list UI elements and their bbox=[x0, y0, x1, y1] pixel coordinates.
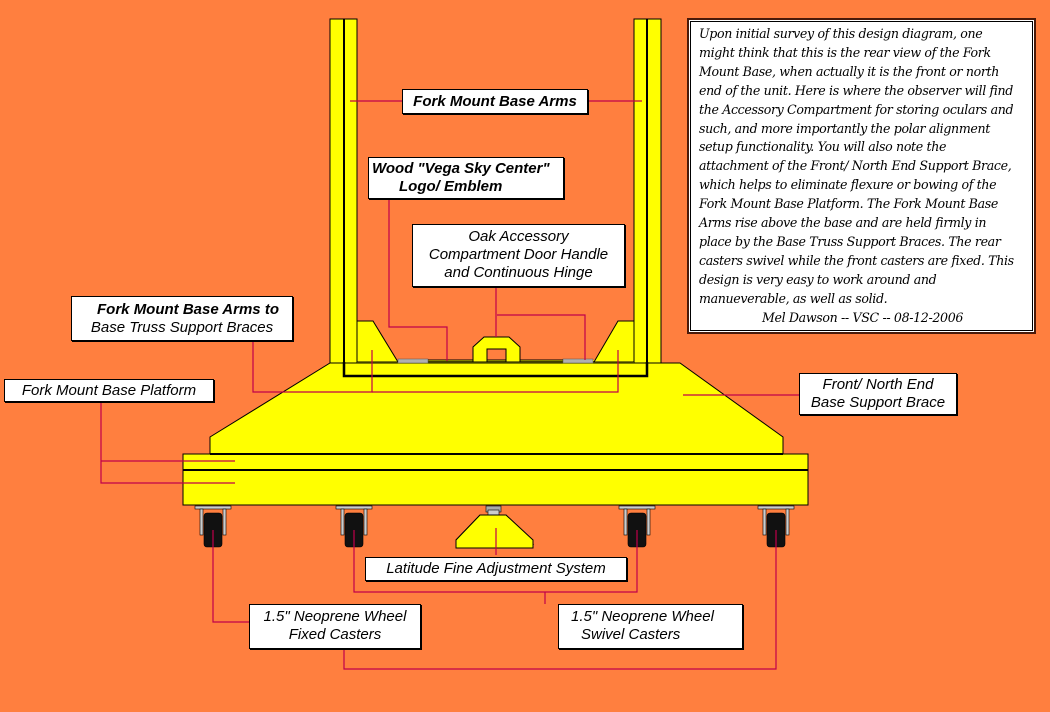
leader-latitude-casters bbox=[353, 530, 638, 593]
note-body: Upon initial survey of this design diagr… bbox=[699, 25, 1026, 309]
arm-base-u-outline bbox=[342, 362, 649, 378]
label-text: Logo/ Emblem bbox=[399, 178, 503, 195]
note-line: such, and more importantly the polar ali… bbox=[699, 120, 990, 136]
label-text: Wood "Vega Sky Center" bbox=[372, 160, 550, 177]
note-line: Fork Mount Base Platform. The Fork Mount… bbox=[699, 196, 998, 212]
leader-truss bbox=[252, 340, 373, 393]
label-logo-emblem: Wood "Vega Sky Center" Logo/ Emblem bbox=[368, 157, 564, 199]
note-signature: Mel Dawson -- VSC -- 08-12-2006 bbox=[761, 309, 964, 325]
label-text: Latitude Fine Adjustment System bbox=[386, 560, 606, 577]
note-line: which helps to eliminate flexure or bowi… bbox=[699, 177, 997, 193]
label-text: Front/ North End bbox=[822, 376, 934, 393]
note-line: Arms rise above the base and are held fi… bbox=[699, 215, 987, 231]
description-note: Upon initial survey of this design diagr… bbox=[687, 18, 1036, 334]
leader-fixed-bottom bbox=[343, 530, 777, 670]
label-text: Fork Mount Base Platform bbox=[21, 382, 197, 399]
note-line: manueverable, as well as solid. bbox=[699, 290, 888, 306]
label-swivel-casters: 1.5" Neoprene Wheel Swivel Casters bbox=[558, 604, 743, 649]
leader-lines bbox=[100, 100, 800, 670]
note-line: setup functionality. You will also note … bbox=[699, 139, 947, 155]
leader-platform bbox=[100, 400, 235, 484]
label-text: Base Support Brace bbox=[810, 394, 946, 411]
label-base-platform: Fork Mount Base Platform bbox=[4, 379, 214, 402]
latitude-adjustment-block bbox=[455, 505, 535, 549]
leader-fixed-left bbox=[212, 530, 250, 623]
note-line: casters swivel while the front casters a… bbox=[699, 252, 1014, 268]
label-text: 1.5" Neoprene Wheel bbox=[263, 608, 407, 625]
leader-truss-right bbox=[372, 350, 619, 393]
label-door-handle-hinge: Oak Accessory Compartment Door Handle an… bbox=[412, 224, 625, 287]
leader-logo bbox=[388, 198, 448, 361]
right-fork-arm bbox=[633, 18, 662, 376]
left-fork-arm bbox=[329, 18, 358, 376]
label-truss-support-braces: Fork Mount Base Arms to Base Truss Suppo… bbox=[71, 296, 293, 341]
leader-door-hinge bbox=[497, 314, 586, 360]
label-text: Fork Mount Base Arms bbox=[413, 93, 577, 110]
label-fixed-casters: 1.5" Neoprene Wheel Fixed Casters bbox=[249, 604, 421, 649]
label-text: and Continuous Hinge bbox=[444, 264, 593, 281]
note-line: end of the unit. Here is where the obser… bbox=[699, 82, 1014, 98]
note-line: Mount Base, when actually it is the fron… bbox=[699, 63, 999, 79]
label-text: Swivel Casters bbox=[581, 626, 681, 643]
label-text: Fork Mount Base Arms to bbox=[97, 301, 279, 318]
label-text: Oak Accessory bbox=[468, 228, 569, 245]
note-line: design is very easy to work around and bbox=[699, 271, 937, 287]
label-text: Compartment Door Handle bbox=[428, 246, 609, 263]
note-line: the Accessory Compartment for storing oc… bbox=[699, 101, 1014, 117]
fork-mount-base-platform bbox=[182, 453, 809, 506]
continuous-hinge bbox=[397, 358, 594, 364]
door-handle bbox=[472, 336, 521, 363]
label-text: Fixed Casters bbox=[288, 626, 382, 643]
right-truss-support-brace bbox=[593, 320, 635, 363]
note-line: might think that this is the rear view o… bbox=[699, 44, 991, 60]
note-line: attachment of the Front/ North End Suppo… bbox=[699, 158, 1012, 174]
label-text: 1.5" Neoprene Wheel bbox=[571, 608, 714, 625]
note-line: place by the Base Truss Support Braces. … bbox=[699, 233, 1001, 249]
label-fork-mount-base-arms: Fork Mount Base Arms bbox=[402, 89, 588, 114]
note-line: Upon initial survey of this design diagr… bbox=[699, 26, 983, 41]
label-base-support-brace: Front/ North End Base Support Brace bbox=[799, 373, 957, 415]
label-text: Base Truss Support Braces bbox=[90, 319, 274, 336]
label-latitude-adjustment: Latitude Fine Adjustment System bbox=[365, 557, 627, 581]
